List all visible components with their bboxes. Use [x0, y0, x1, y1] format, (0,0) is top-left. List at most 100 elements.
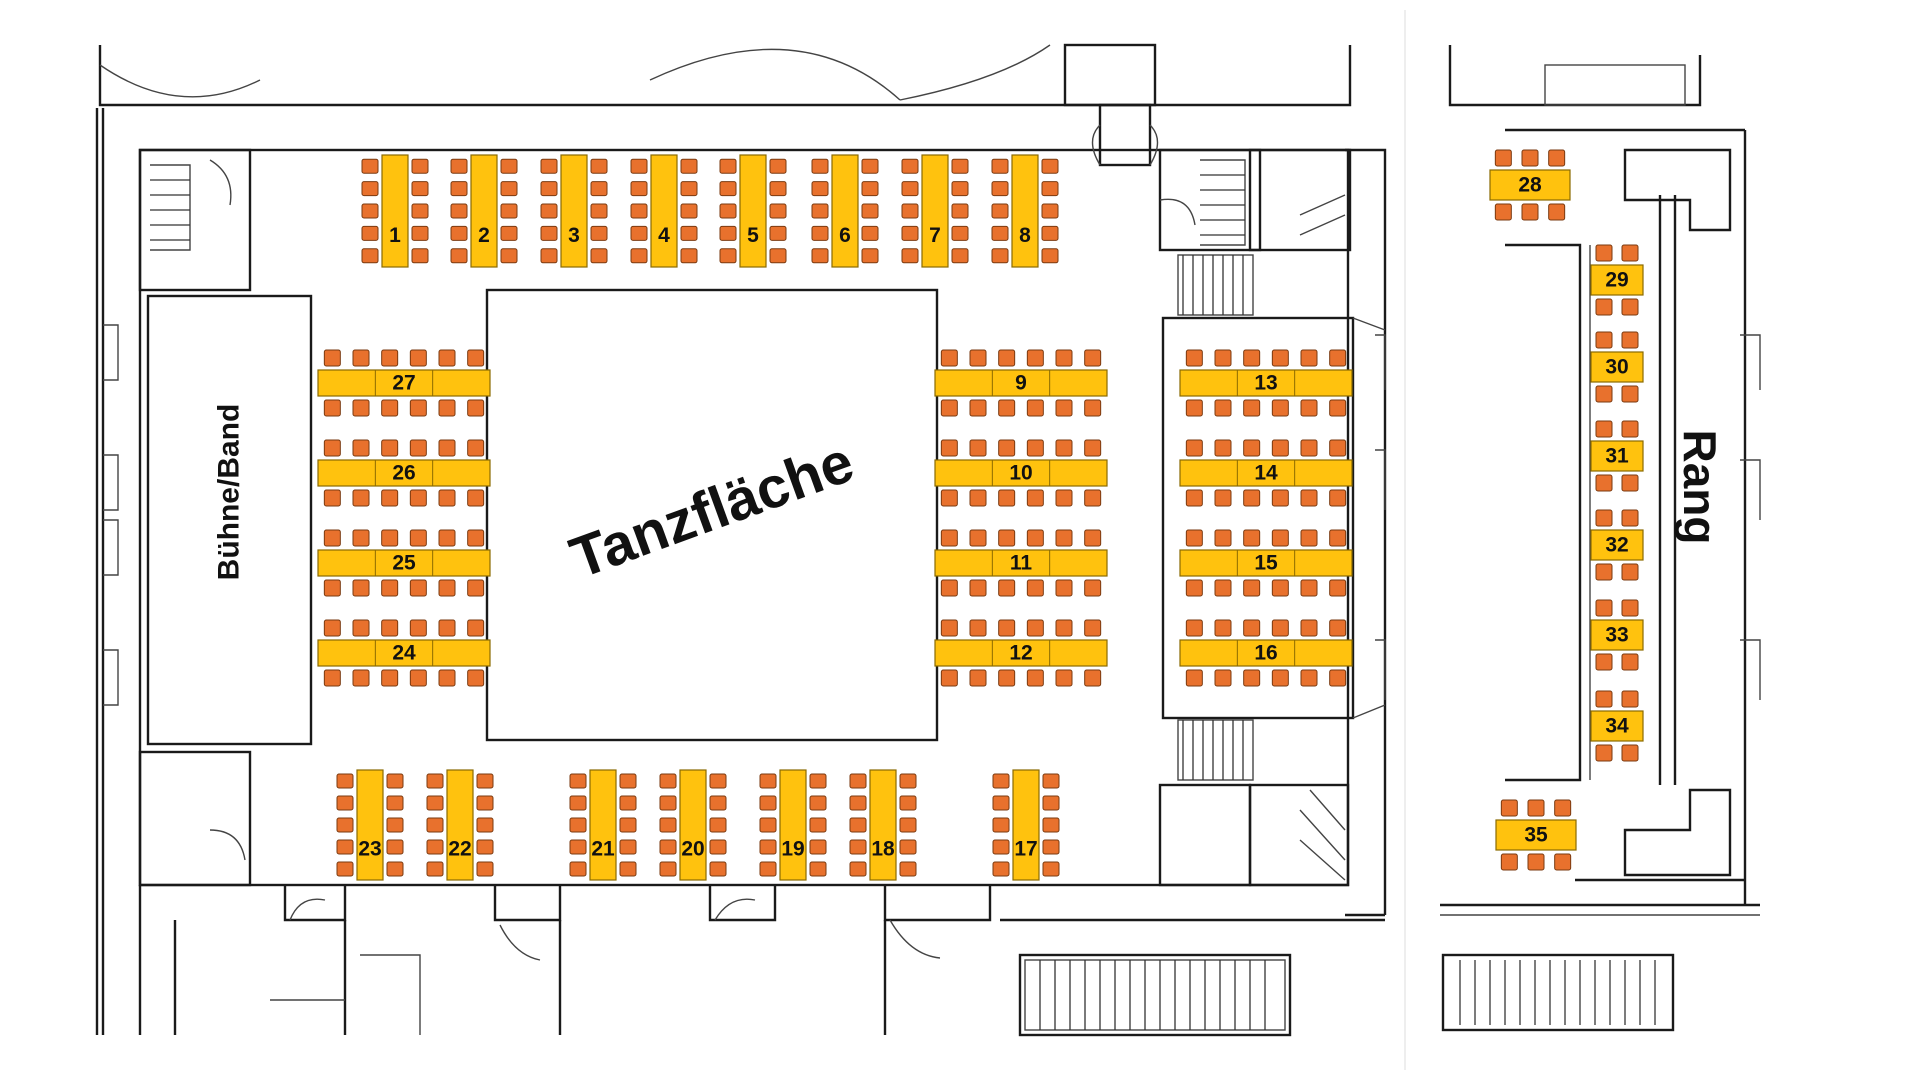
chair	[381, 669, 399, 687]
table-1[interactable]: 1	[361, 154, 429, 268]
table-5[interactable]: 5	[719, 154, 787, 268]
chair	[811, 158, 829, 174]
chair	[590, 181, 608, 197]
table-top	[779, 769, 807, 881]
chair	[899, 773, 917, 789]
chair	[940, 439, 958, 457]
table-30[interactable]: 30	[1590, 331, 1644, 403]
table-13[interactable]: 13	[1179, 349, 1353, 417]
table-4[interactable]: 4	[630, 154, 698, 268]
table-3[interactable]: 3	[540, 154, 608, 268]
table-34[interactable]: 34	[1590, 690, 1644, 762]
chair	[1243, 489, 1261, 507]
table-32[interactable]: 32	[1590, 509, 1644, 581]
chair	[1595, 244, 1613, 262]
table-27[interactable]: 27	[317, 349, 491, 417]
gallery-walls	[1404, 10, 1761, 1070]
chair	[969, 439, 987, 457]
chair	[809, 861, 827, 877]
table-11[interactable]: 11	[934, 529, 1108, 597]
table-25[interactable]: 25	[317, 529, 491, 597]
table-23[interactable]: 23	[336, 769, 404, 881]
table-10[interactable]: 10	[934, 439, 1108, 507]
chair	[569, 817, 587, 833]
table-22[interactable]: 22	[426, 769, 494, 881]
chair	[381, 619, 399, 637]
chair	[1084, 399, 1102, 417]
chair	[998, 349, 1016, 367]
chair	[1621, 509, 1639, 527]
chair	[476, 861, 494, 877]
chair	[659, 795, 677, 811]
table-9[interactable]: 9	[934, 349, 1108, 417]
table-6[interactable]: 6	[811, 154, 879, 268]
chair	[1521, 149, 1539, 167]
chair	[1271, 349, 1289, 367]
chair	[680, 248, 698, 264]
chair	[500, 225, 518, 241]
dancefloor-outline	[485, 288, 939, 742]
chair	[991, 203, 1009, 219]
chair	[899, 839, 917, 855]
table-15[interactable]: 15	[1179, 529, 1353, 597]
chair	[969, 349, 987, 367]
table-16[interactable]: 16	[1179, 619, 1353, 687]
table-17[interactable]: 17	[992, 769, 1060, 881]
table-top	[317, 459, 491, 487]
chair	[969, 399, 987, 417]
table-12[interactable]: 12	[934, 619, 1108, 687]
table-24[interactable]: 24	[317, 619, 491, 687]
table-14[interactable]: 14	[1179, 439, 1353, 507]
chair	[619, 817, 637, 833]
chair	[361, 225, 379, 241]
chair	[1243, 399, 1261, 417]
chair	[336, 861, 354, 877]
chair	[467, 399, 485, 417]
table-top	[739, 154, 767, 268]
chair	[1621, 690, 1639, 708]
chair	[386, 839, 404, 855]
chair	[1329, 489, 1347, 507]
table-8[interactable]: 8	[991, 154, 1059, 268]
chair	[619, 839, 637, 855]
chair	[1271, 399, 1289, 417]
chair	[569, 795, 587, 811]
chair	[590, 158, 608, 174]
chair	[409, 669, 427, 687]
chair	[951, 248, 969, 264]
chair	[323, 669, 341, 687]
table-33[interactable]: 33	[1590, 599, 1644, 671]
chair	[1185, 399, 1203, 417]
chair	[540, 158, 558, 174]
table-top	[1590, 619, 1644, 651]
table-28[interactable]: 28	[1489, 149, 1571, 221]
table-top	[381, 154, 409, 268]
table-7[interactable]: 7	[901, 154, 969, 268]
table-number: 28	[1518, 174, 1542, 197]
table-2[interactable]: 2	[450, 154, 518, 268]
table-19[interactable]: 19	[759, 769, 827, 881]
chair	[709, 773, 727, 789]
chair	[1185, 619, 1203, 637]
chair	[1055, 619, 1073, 637]
table-35[interactable]: 35	[1495, 799, 1577, 871]
chair	[476, 795, 494, 811]
chair	[659, 861, 677, 877]
table-29[interactable]: 29	[1590, 244, 1644, 316]
table-20[interactable]: 20	[659, 769, 727, 881]
table-number: 6	[839, 224, 851, 247]
chair	[1329, 619, 1347, 637]
table-18[interactable]: 18	[849, 769, 917, 881]
table-top	[317, 369, 491, 397]
table-number: 2	[478, 224, 490, 247]
table-26[interactable]: 26	[317, 439, 491, 507]
table-number: 5	[747, 224, 759, 247]
table-21[interactable]: 21	[569, 769, 637, 881]
chair	[719, 158, 737, 174]
table-number: 29	[1605, 269, 1628, 292]
table-31[interactable]: 31	[1590, 420, 1644, 492]
chair	[323, 439, 341, 457]
table-top	[869, 769, 897, 881]
chair	[381, 439, 399, 457]
chair	[386, 773, 404, 789]
